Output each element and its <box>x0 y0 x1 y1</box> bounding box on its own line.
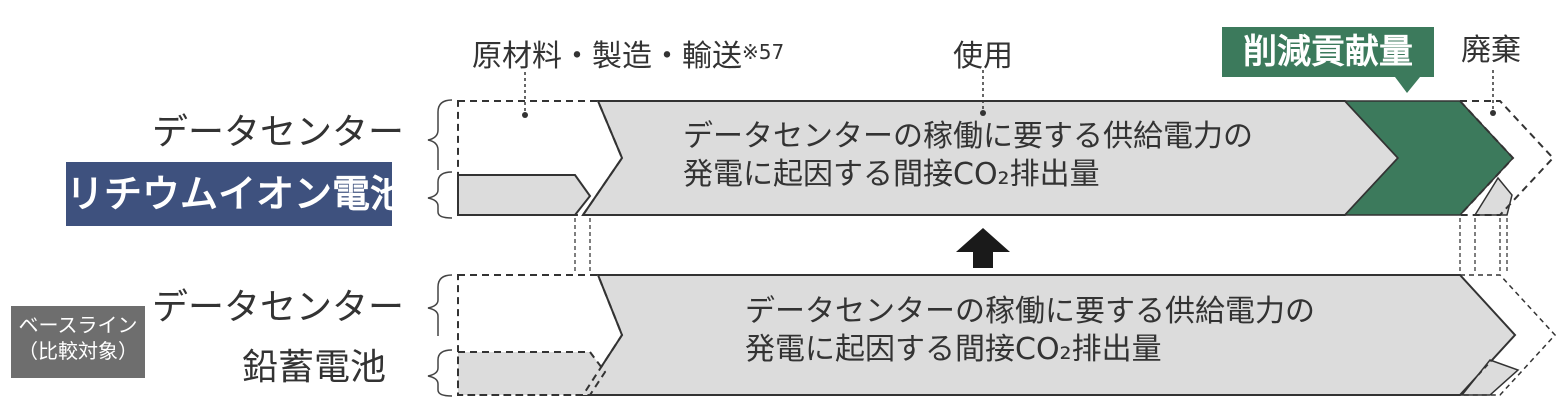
stage-raw-materials-text: 原材料・製造・輸送 <box>472 39 742 74</box>
baseline-badge-line1: ベースライン <box>18 313 138 337</box>
lithium-disposal-fill <box>1473 176 1513 216</box>
lead-acid-battery-label: 鉛蓄電池 <box>242 347 387 388</box>
lithium-battery-badge: リチウムイオン電池 <box>66 162 408 226</box>
baseline-bar-text-line2: 発電に起因する間接CO₂排出量 <box>745 332 1162 367</box>
lithium-bar-text-line2: 発電に起因する間接CO₂排出量 <box>683 157 1100 192</box>
baseline-row-datacenter-label: データセンター <box>152 287 405 328</box>
baseline-disposal-chevron <box>1458 274 1557 396</box>
lithium-bar-text-line1: データセンターの稼働に要する供給電力の <box>683 119 1253 154</box>
lithium-bar-text: データセンターの稼働に要する供給電力の 発電に起因する間接CO₂排出量 <box>683 118 1253 194</box>
baseline-disposal-fill <box>1460 359 1520 396</box>
footnote-marker: ※57 <box>742 40 785 64</box>
lithium-raw-material-fill <box>457 174 592 216</box>
baseline-raw-material-fill <box>457 351 607 396</box>
baseline-badge: ベースライン （比較対象） <box>11 306 145 378</box>
lithium-row-datacenter-label: データセンター <box>152 112 405 153</box>
stage-label-disposal: 廃棄 <box>1461 33 1521 68</box>
stage-label-use: 使用 <box>953 39 1013 74</box>
row-connector-lines <box>574 218 1508 273</box>
baseline-bar-text-line1: データセンターの稼働に要する供給電力の <box>745 294 1315 329</box>
lithium-raw-material-outline <box>457 100 624 216</box>
reduction-badge-pointer <box>1395 77 1420 93</box>
row-braces <box>427 99 453 397</box>
reduction-badge: 削減貢献量 <box>1222 27 1434 77</box>
arrow-up-icon <box>956 228 1010 268</box>
baseline-raw-material-outline <box>457 274 624 396</box>
baseline-bar-text: データセンターの稼働に要する供給電力の 発電に起因する間接CO₂排出量 <box>745 293 1315 369</box>
stage-label-raw-materials: 原材料・製造・輸送※57 <box>472 42 784 72</box>
baseline-badge-line2: （比較対象） <box>18 339 138 363</box>
lithium-disposal-chevron <box>1457 100 1555 216</box>
stage-pointers <box>522 70 1496 118</box>
